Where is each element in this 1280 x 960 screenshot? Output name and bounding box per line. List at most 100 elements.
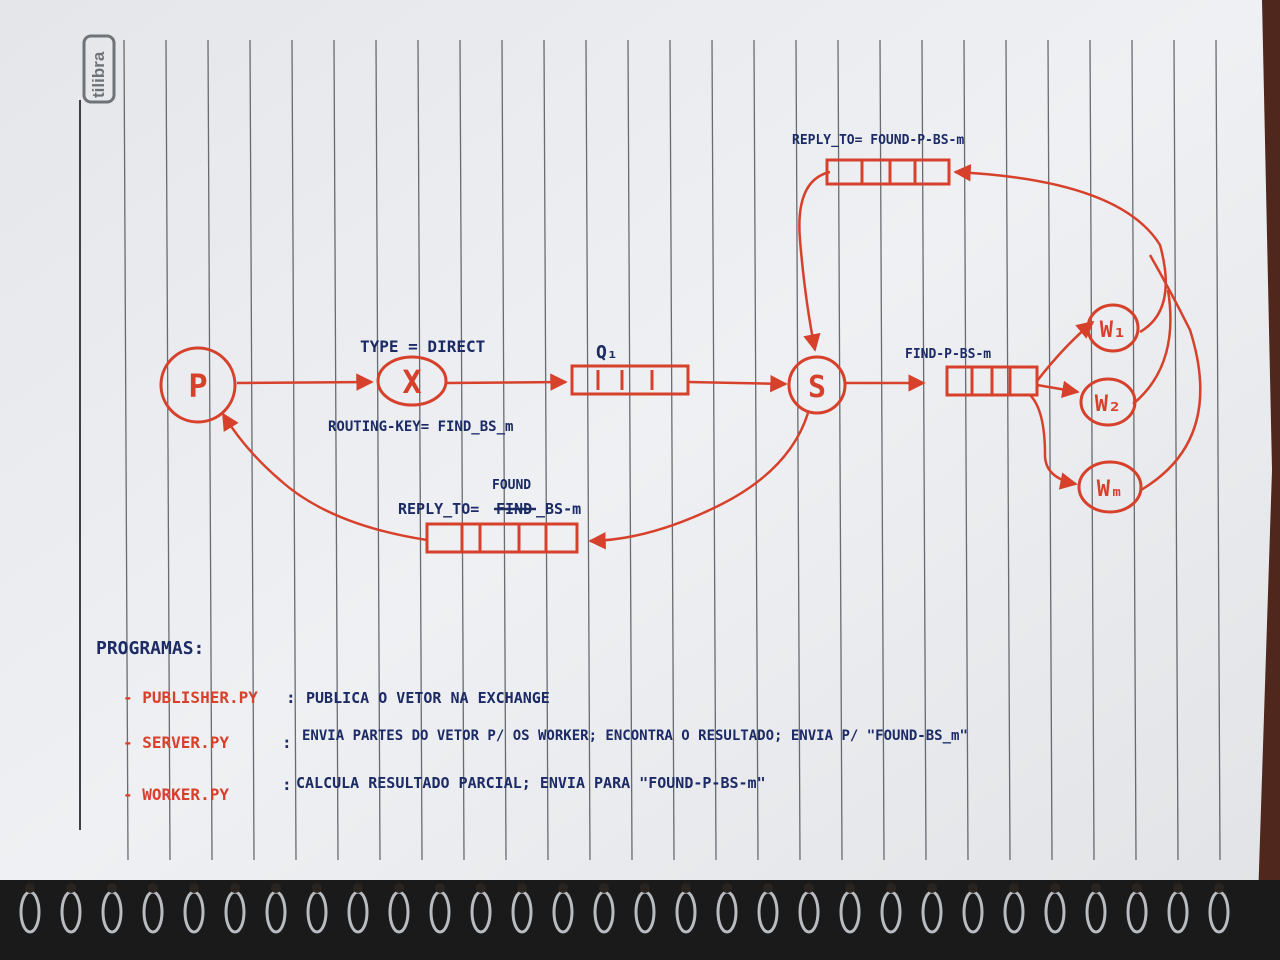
rule-line: [1047, 39, 1053, 861]
spiral-hole: [968, 883, 978, 893]
queue-q1: [570, 364, 690, 396]
rule-line: [669, 39, 675, 861]
reply-to-bottom-label: REPLY_TO= FIND _BS-m FOUND: [398, 478, 581, 518]
arrow-queue-to-w2: [1036, 380, 1080, 398]
worker-2-label: W₂: [1095, 392, 1122, 417]
program-desc: ENVIA PARTES DO VETOR P/ OS WORKER; ENCO…: [302, 728, 968, 744]
queue-find-p-bs-m: [945, 365, 1039, 397]
spiral-hole: [517, 883, 527, 893]
rule-line: [543, 39, 549, 861]
arrow-w2-to-reply: [1132, 289, 1172, 405]
rule-line: [207, 39, 213, 861]
rule-line: [1173, 39, 1179, 861]
arrow-x-to-q1: [446, 373, 568, 391]
programs-heading: PROGRAMAS:: [96, 638, 204, 659]
spiral-hole: [435, 883, 445, 893]
spiral-hole: [107, 883, 117, 893]
worker-2-node: W₂: [1079, 377, 1137, 427]
rule-line: [501, 39, 507, 861]
rule-line: [459, 39, 465, 861]
arrow-queue-to-w1: [1036, 320, 1095, 382]
program-desc: CALCULA RESULTADO PARCIAL; ENVIA PARA "F…: [296, 774, 766, 792]
spiral-hole: [845, 883, 855, 893]
spiral-hole: [886, 883, 896, 893]
arrow-reply-to-s: [798, 170, 831, 352]
program-name: - WORKER.PY: [123, 785, 229, 804]
publisher-node: P: [159, 346, 237, 424]
spiral-hole: [722, 883, 732, 893]
spiral-hole: [681, 883, 691, 893]
spiral-hole: [1132, 883, 1142, 893]
arrow-queue-to-wm: [1029, 394, 1078, 490]
reply-to-bottom-correction: FOUND: [492, 478, 531, 493]
worker-m-node: Wₘ: [1077, 460, 1143, 514]
rule-line: [249, 39, 255, 861]
program-sep: :: [282, 733, 292, 752]
reply-to-bottom-suffix: _BS-m: [536, 500, 581, 518]
worker-m-label: Wₘ: [1097, 477, 1124, 502]
spiral-hole: [763, 883, 773, 893]
queue-reply-top: [825, 158, 951, 186]
rule-line: [711, 39, 717, 861]
spiral-hole: [1214, 883, 1224, 893]
spiral-hole: [804, 883, 814, 893]
reply-to-top-label: REPLY_TO= FOUND-P-BS-m: [792, 133, 964, 148]
spiral-hole: [66, 883, 76, 893]
server-label: S: [808, 370, 826, 405]
reply-to-bottom-prefix: REPLY_TO=: [398, 500, 479, 518]
rule-line: [585, 39, 591, 861]
spiral-hole: [312, 883, 322, 893]
spiral-hole: [1173, 883, 1183, 893]
server-node: S: [787, 355, 847, 415]
spiral-hole: [599, 883, 609, 893]
program-desc: PUBLICA O VETOR NA EXCHANGE: [306, 689, 550, 707]
spiral-binding-icon: [19, 883, 1230, 934]
queue-q1-label: Q₁: [596, 342, 618, 363]
rule-line: [123, 39, 129, 861]
routing-key-label: ROUTING-KEY= FIND_BS_m: [328, 419, 513, 435]
rule-line: [1215, 39, 1221, 861]
rule-line: [795, 39, 801, 861]
spiral-hole: [271, 883, 281, 893]
program-item-server: - SERVER.PY : ENVIA PARTES DO VETOR P/ O…: [123, 728, 968, 752]
arrow-reply-to-p: [221, 412, 428, 542]
spiral-hole: [394, 883, 404, 893]
worker-1-node: W₁: [1086, 303, 1140, 353]
arrow-s-to-reply-bottom: [588, 412, 810, 550]
spiral-hole: [1091, 883, 1101, 893]
publisher-label: P: [188, 367, 207, 405]
arrow-q1-to-s: [687, 374, 788, 393]
rule-line: [333, 39, 339, 861]
arrow-w1-to-reply: [953, 164, 1167, 334]
spiral-hole: [230, 883, 240, 893]
rule-line: [291, 39, 297, 861]
arrow-p-to-x: [236, 373, 374, 391]
spiral-hole: [927, 883, 937, 893]
spiral-hole: [25, 883, 35, 893]
find-queue-label: FIND-P-BS-m: [905, 347, 991, 362]
rule-line: [375, 39, 381, 861]
logo-text: tilibra: [89, 51, 108, 98]
program-sep: :: [286, 688, 296, 707]
exchange-type-label: TYPE = DIRECT: [360, 337, 485, 356]
rule-line: [627, 39, 633, 861]
exchange-label: X: [402, 363, 421, 401]
program-sep: :: [282, 775, 292, 794]
spiral-hole: [189, 883, 199, 893]
rule-line: [837, 39, 843, 861]
rule-line: [165, 39, 171, 861]
rule-line: [753, 39, 759, 861]
program-item-worker: - WORKER.PY : CALCULA RESULTADO PARCIAL;…: [123, 774, 766, 804]
spiral-hole: [640, 883, 650, 893]
spiral-hole: [353, 883, 363, 893]
spiral-hole: [1009, 883, 1019, 893]
program-item-publisher: - PUBLISHER.PY : PUBLICA O VETOR NA EXCH…: [123, 688, 550, 707]
exchange-node: X: [376, 355, 448, 407]
spiral-hole: [558, 883, 568, 893]
rule-line: [921, 39, 927, 861]
program-name: - SERVER.PY: [123, 733, 229, 752]
rule-line: [417, 39, 423, 861]
spiral-hole: [1050, 883, 1060, 893]
